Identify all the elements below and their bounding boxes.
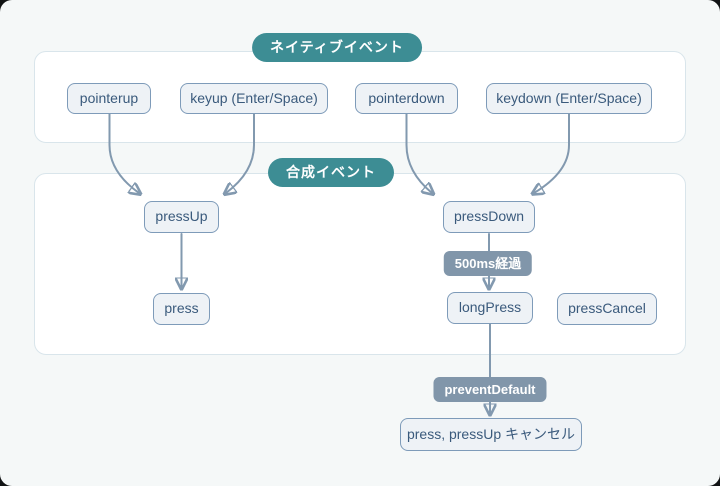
node-pointerdown: pointerdown [355,83,458,114]
node-keyup: keyup (Enter/Space) [180,83,328,114]
node-press: press [153,293,210,325]
edge-label-preventdefault: preventDefault [433,377,547,402]
node-presscancel: pressCancel [557,293,657,325]
native-events-badge: ネイティブイベント [252,33,422,62]
synthetic-events-badge: 合成イベント [268,158,394,187]
node-cancel-result: press, pressUp キャンセル [400,418,582,451]
node-pressup: pressUp [144,201,219,233]
node-pressdown: pressDown [443,201,535,233]
node-pointerup: pointerup [67,83,151,114]
node-keydown: keydown (Enter/Space) [486,83,652,114]
node-longpress: longPress [447,292,533,324]
edge-label-500ms-elapsed: 500ms経過 [443,251,533,276]
synthetic-events-section [34,173,686,355]
